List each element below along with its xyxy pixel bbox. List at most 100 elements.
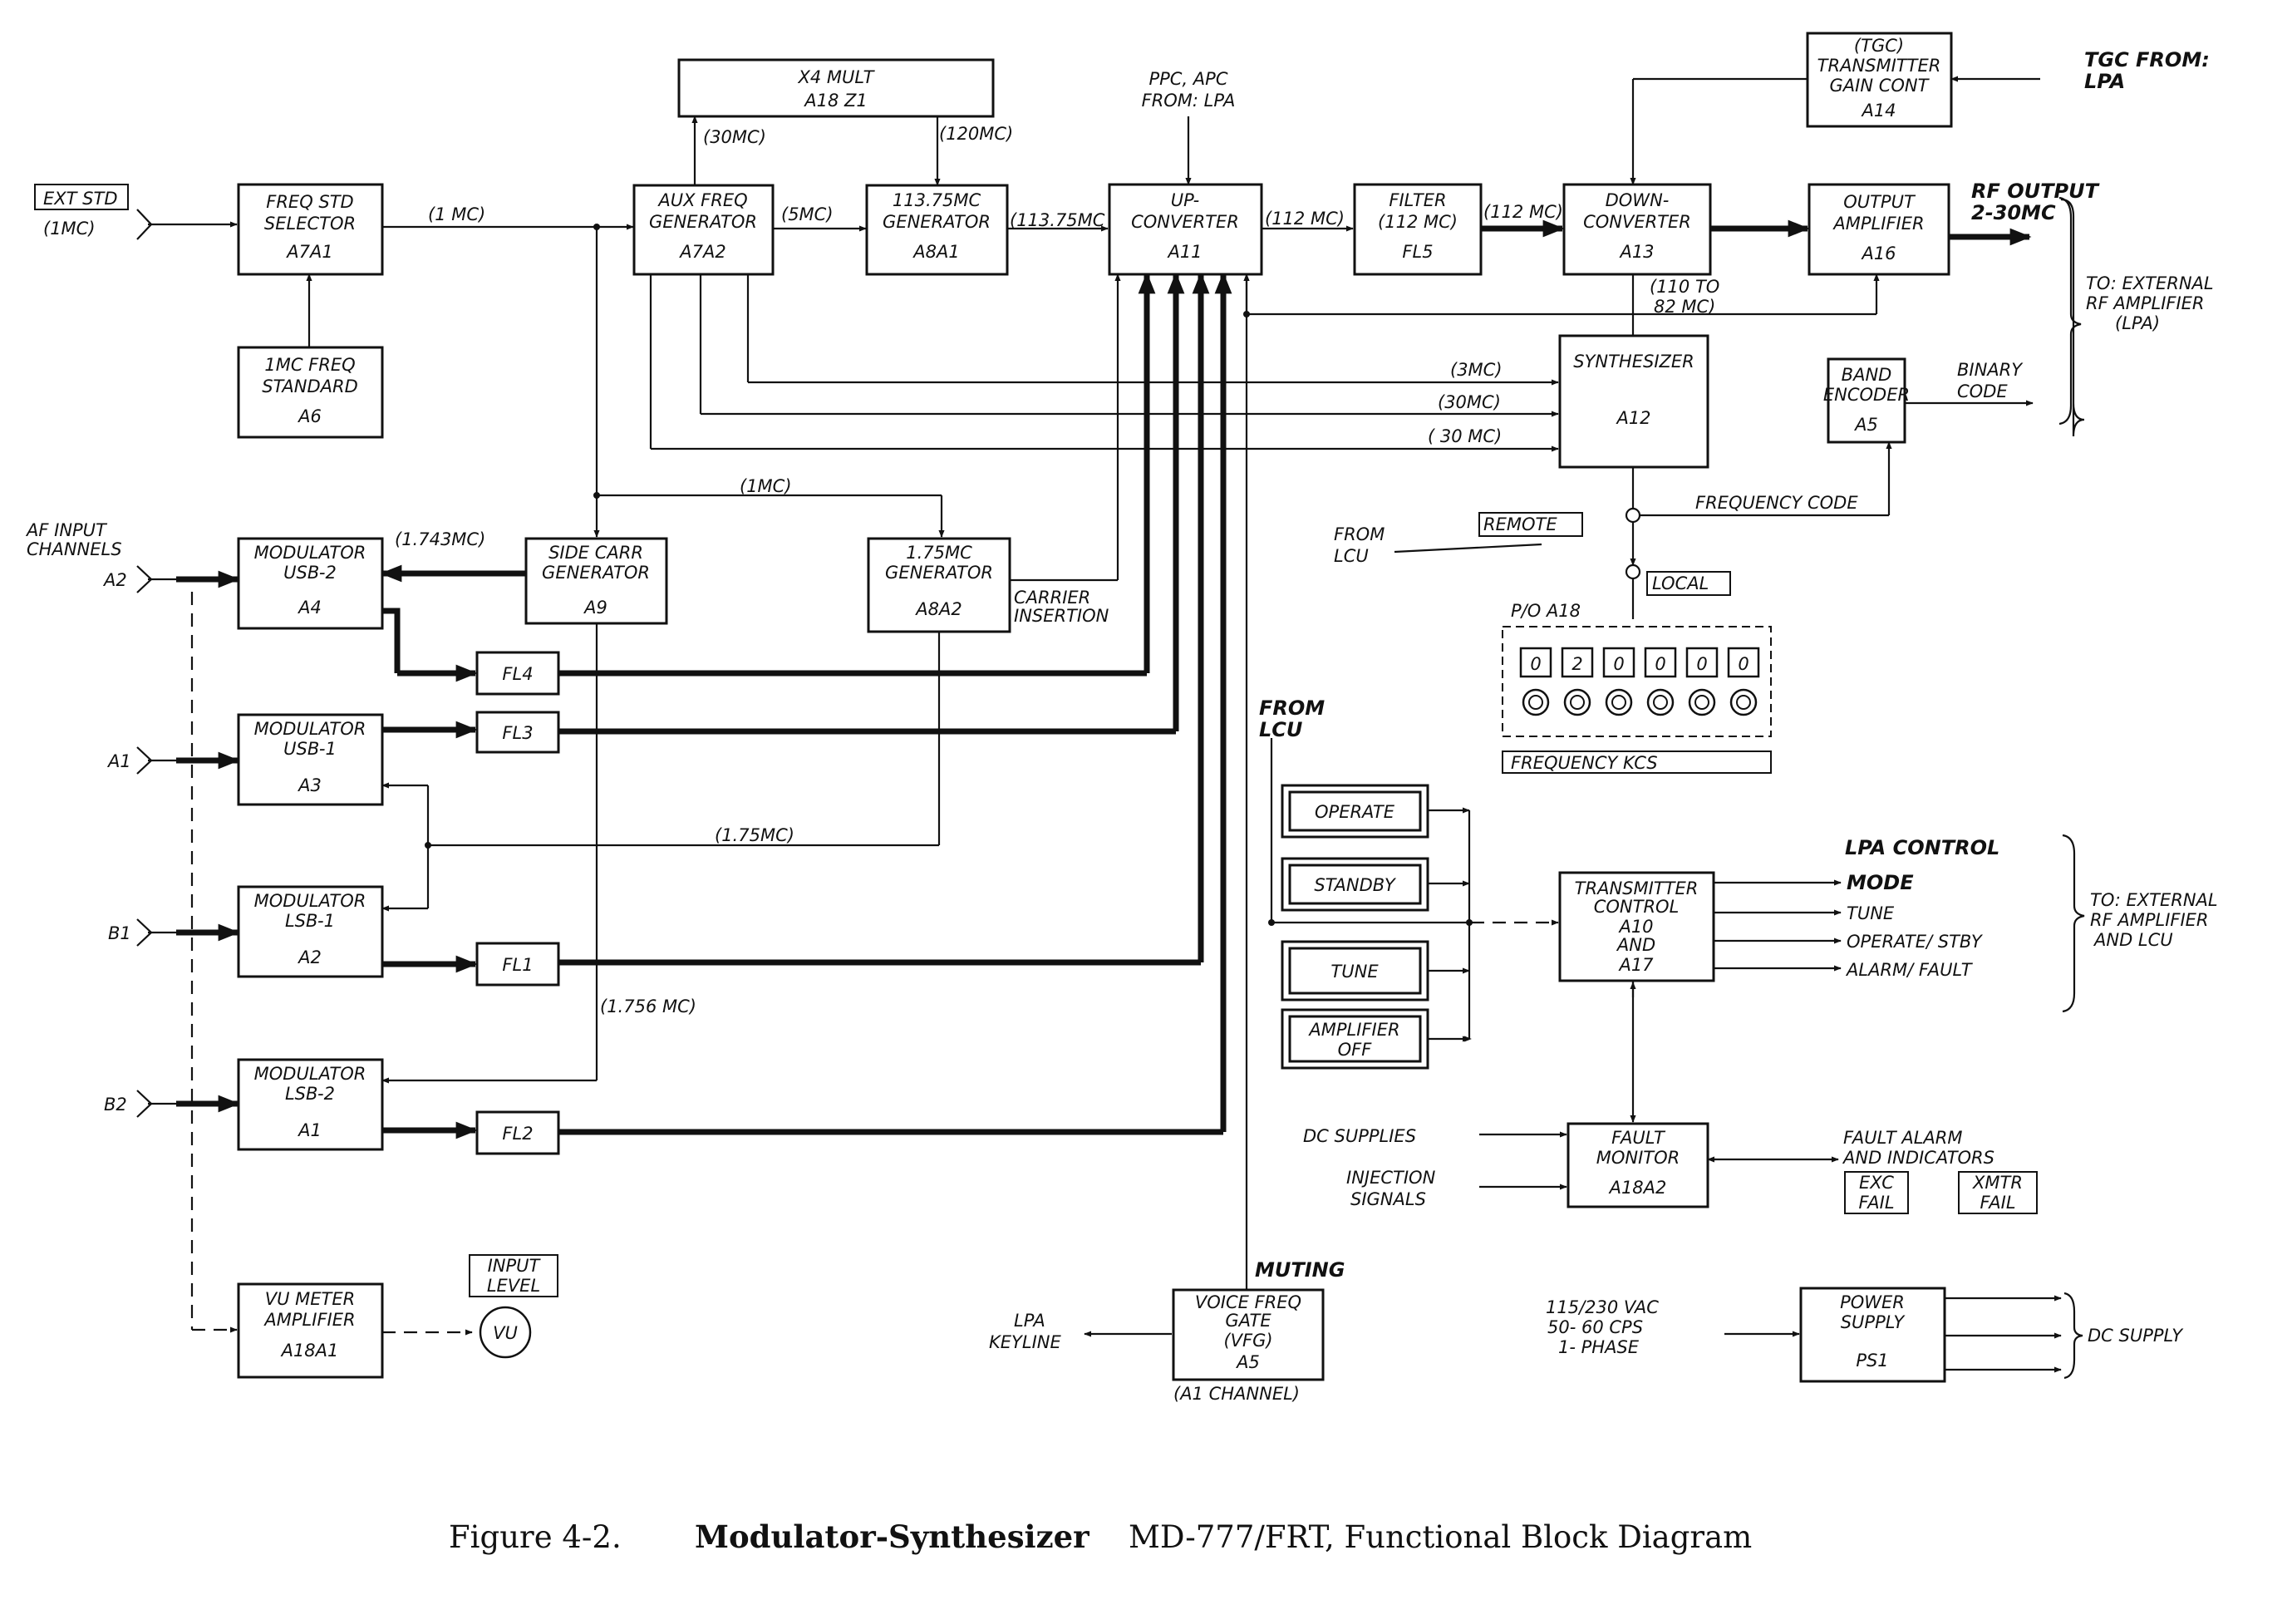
svg-text:STANDARD: STANDARD	[262, 376, 358, 396]
ext-std-label: EXT STD	[43, 189, 118, 209]
svg-text:USB-1: USB-1	[283, 739, 337, 759]
svg-text:(LPA): (LPA)	[2115, 313, 2160, 333]
frequency-knob-center	[1736, 695, 1751, 710]
mc112-a-label: (112 MC)	[1265, 209, 1345, 229]
caption-number: Figure 4-2.	[449, 1519, 622, 1555]
svg-text:ENCODER: ENCODER	[1823, 385, 1910, 405]
frequency-knob-center	[1611, 695, 1626, 710]
svg-text:B1: B1	[108, 923, 131, 943]
filter-block: FILTER (112 MC) FL5	[1353, 183, 1483, 276]
svg-text:FL4: FL4	[502, 664, 533, 684]
frequency-digit: 0	[1655, 654, 1665, 674]
svg-text:RF AMPLIFIER: RF AMPLIFIER	[2090, 910, 2209, 930]
svg-text:A2: A2	[102, 570, 127, 590]
svg-text:EXC: EXC	[1859, 1173, 1894, 1193]
svg-text:(112 MC): (112 MC)	[1378, 212, 1458, 232]
frequency-knob[interactable]	[1729, 688, 1758, 716]
frequency-digit-window	[1644, 647, 1677, 678]
input-level-box	[469, 1254, 558, 1297]
svg-text:TRANSMITTER: TRANSMITTER	[1575, 878, 1699, 898]
svg-text:A7A1: A7A1	[285, 242, 332, 262]
frequency-knob[interactable]	[1605, 688, 1633, 716]
svg-text:OPERATE/ STBY: OPERATE/ STBY	[1847, 932, 1984, 952]
thirty-mc-label: (30MC)	[703, 127, 766, 147]
svg-text:CHANNELS: CHANNELS	[27, 539, 122, 559]
svg-text:(1MC): (1MC)	[740, 476, 792, 496]
svg-text:LPA: LPA	[1014, 1311, 1045, 1331]
svg-text:LSB-1: LSB-1	[285, 911, 335, 931]
rf-output-range-label: 2-30MC	[1971, 201, 2056, 224]
remote-switch-contact[interactable]	[1625, 507, 1641, 524]
svg-text:CODE: CODE	[1957, 381, 2008, 401]
frequency-digit-window	[1685, 647, 1719, 678]
frequency-knob[interactable]	[1646, 688, 1675, 716]
amplifier-off-switch[interactable]: AMPLIFIER OFF	[1281, 1008, 1429, 1070]
x4-mult-block: X4 MULT A18 Z1	[677, 58, 995, 118]
svg-text:A4: A4	[297, 598, 322, 618]
frequency-knob[interactable]	[1688, 688, 1716, 716]
filter-fl2-block: FL2	[475, 1110, 560, 1155]
svg-text:AF INPUT: AF INPUT	[25, 520, 108, 540]
modulator-lsb1-block: MODULATOR LSB-1 A2	[237, 885, 384, 978]
svg-text:LSB-2: LSB-2	[285, 1084, 335, 1104]
svg-text:(1.756 MC): (1.756 MC)	[600, 997, 696, 1016]
svg-text:1.75MC: 1.75MC	[906, 543, 972, 563]
svg-text:GENERATOR: GENERATOR	[883, 212, 991, 232]
svg-text:OPERATE: OPERATE	[1315, 802, 1395, 822]
downconverter-block: DOWN- CONVERTER A13	[1562, 183, 1712, 276]
standby-switch[interactable]: STANDBY	[1281, 857, 1429, 912]
svg-text:GENERATOR: GENERATOR	[542, 563, 650, 583]
modulator-usb2-block: MODULATOR USB-2 A4	[237, 537, 384, 630]
signal-labels: EXT STD (1MC) (1 MC) (30MC) (120MC) (5MC…	[25, 48, 2218, 1404]
modulator-usb1-block: MODULATOR USB-1 A3	[237, 713, 384, 806]
svg-text:MODULATOR: MODULATOR	[254, 543, 366, 563]
svg-text:AUX FREQ: AUX FREQ	[657, 190, 747, 210]
frequency-digit-window	[1727, 647, 1760, 678]
svg-text:(VFG): (VFG)	[1223, 1331, 1272, 1351]
svg-text:A5: A5	[1235, 1352, 1260, 1372]
input-chevrons	[136, 209, 153, 1118]
svg-text:FROM: FROM	[1334, 524, 1385, 544]
local-switch-contact[interactable]	[1625, 563, 1641, 580]
svg-text:A2: A2	[297, 947, 322, 967]
exc-fail-box	[1844, 1171, 1909, 1214]
synthesizer-block: SYNTHESIZER A12	[1558, 334, 1709, 469]
band-encoder-block: BAND ENCODER A5	[1823, 357, 1910, 444]
svg-text:SUPPLY: SUPPLY	[1841, 1312, 1906, 1332]
frequency-digit: 0	[1530, 654, 1541, 674]
xmtr-fail-box	[1958, 1171, 2038, 1214]
svg-text:A8A2: A8A2	[914, 599, 962, 619]
power-supply-block: POWER SUPPLY PS1	[1799, 1287, 1946, 1383]
svg-text:MODULATOR: MODULATOR	[254, 891, 366, 911]
svg-text:SIGNALS: SIGNALS	[1350, 1189, 1426, 1209]
svg-text:FILTER: FILTER	[1389, 190, 1446, 210]
frequency-knob[interactable]	[1522, 688, 1550, 716]
generator-113-block: 113.75MC GENERATOR A8A1	[865, 184, 1009, 276]
svg-text:A18A2: A18A2	[1608, 1178, 1667, 1198]
svg-text:BINARY: BINARY	[1957, 360, 2024, 380]
filter-fl4-block: FL4	[475, 651, 560, 696]
frequency-digit: 2	[1571, 654, 1582, 674]
svg-text:TUNE: TUNE	[1847, 903, 1895, 923]
filter-fl1-block: FL1	[475, 942, 560, 987]
out-113-label: (113.75MC	[1010, 210, 1105, 230]
svg-text:CONVERTER: CONVERTER	[1583, 212, 1691, 232]
svg-text:GATE: GATE	[1225, 1311, 1271, 1331]
frequency-knob[interactable]	[1563, 688, 1591, 716]
svg-text:MONITOR: MONITOR	[1596, 1148, 1680, 1168]
svg-text:OFF: OFF	[1338, 1040, 1373, 1060]
svg-text:AND: AND	[1616, 935, 1655, 955]
frequency-digit-window	[1561, 647, 1594, 678]
tgc-lpa-label: LPA	[2084, 70, 2125, 93]
junction-dots	[425, 224, 1473, 926]
svg-text:VU: VU	[493, 1323, 518, 1343]
operate-switch[interactable]: OPERATE	[1281, 784, 1429, 839]
svg-text:A18A1: A18A1	[280, 1341, 339, 1361]
frequency-knobs[interactable]	[1522, 688, 1758, 716]
svg-text:MUTING: MUTING	[1255, 1258, 1345, 1282]
svg-text:(1.75MC): (1.75MC)	[715, 825, 794, 845]
ext-std-box	[34, 184, 129, 210]
tune-switch[interactable]: TUNE	[1281, 940, 1429, 1001]
svg-text:FAIL: FAIL	[1980, 1193, 2015, 1213]
ppc-apc-label: PPC, APC	[1148, 69, 1227, 89]
